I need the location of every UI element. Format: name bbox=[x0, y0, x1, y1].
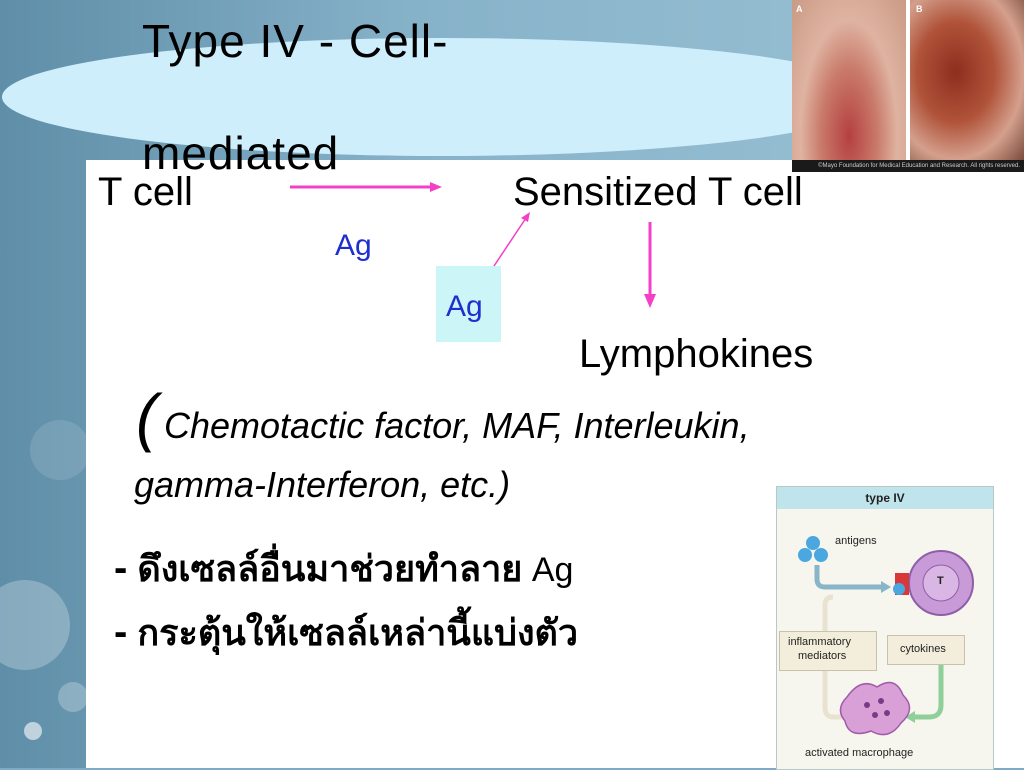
figure-cytokines-label: cytokines bbox=[900, 643, 946, 655]
inflammatory-box: inflammatory mediators bbox=[779, 631, 877, 671]
title-line-1: Type IV - Cell- bbox=[142, 15, 449, 67]
figure-diagram bbox=[798, 536, 974, 736]
ag-label-1: Ag bbox=[335, 229, 372, 262]
background-bokeh bbox=[58, 682, 88, 712]
bullet-2-text: กระตุ้นให้เซลล์เหล่านี้แบ่งตัว bbox=[137, 612, 579, 654]
cytokine-arrow-icon bbox=[913, 659, 944, 720]
macrophage-icon bbox=[839, 681, 911, 736]
ag-label-2: Ag bbox=[446, 290, 483, 323]
photo-panel-a bbox=[792, 0, 906, 160]
photo-panel-b bbox=[910, 0, 1024, 160]
bullet-2: - กระตุ้นให้เซลล์เหล่านี้แบ่งตัว bbox=[114, 604, 578, 661]
title-ellipse bbox=[2, 38, 882, 156]
ag-box bbox=[436, 266, 501, 342]
lymphokine-list-line-1: Chemotactic factor, MAF, Interleukin, bbox=[164, 405, 750, 446]
slide-title: Type IV - Cell- mediated bbox=[142, 14, 562, 179]
bullet-1-dash: - bbox=[114, 546, 128, 590]
antigen-dot-icon bbox=[798, 548, 812, 562]
type-iv-figure: type IV antigens T inflammatory mediator… bbox=[776, 486, 994, 770]
lymphokines-label: Lymphokines bbox=[579, 332, 814, 376]
photo-credit: ©Mayo Foundation for Medical Education a… bbox=[792, 160, 1024, 172]
bullet-1-text: ดึงเซลล์อื่นมาช่วยทำลาย bbox=[137, 548, 523, 590]
sensitized-t-cell-label: Sensitized T cell bbox=[513, 170, 803, 214]
cytokines-box: cytokines bbox=[887, 635, 965, 665]
clinical-photo: A B ©Mayo Foundation for Medical Educati… bbox=[792, 0, 1024, 172]
mediator-arrow-icon bbox=[822, 669, 849, 720]
paren-open: ( bbox=[136, 381, 158, 453]
background-bokeh bbox=[0, 580, 70, 670]
photo-label-b: B bbox=[916, 4, 923, 14]
lymphokine-list-line-2: gamma-Interferon, etc.) bbox=[134, 464, 511, 505]
arrow-right-icon bbox=[290, 182, 442, 192]
t-cell-label: T cell bbox=[98, 170, 193, 214]
figure-inflammatory-line-1: inflammatory bbox=[788, 636, 851, 648]
title-line-2: mediated bbox=[142, 127, 340, 179]
photo-divider bbox=[906, 0, 910, 172]
arrow-down-icon bbox=[644, 222, 656, 308]
bullet-1-ag: Ag bbox=[522, 551, 574, 589]
figure-antigens-label: antigens bbox=[835, 535, 877, 547]
bullet-1: - ดึงเซลล์อื่นมาช่วยทำลาย Ag bbox=[114, 540, 573, 597]
background-bokeh bbox=[24, 722, 42, 740]
figure-title: type IV bbox=[777, 487, 993, 509]
arrow-diagonal-icon bbox=[493, 212, 530, 267]
figure-inflammatory-line-2: mediators bbox=[798, 650, 847, 662]
antigen-dot-icon bbox=[806, 536, 820, 550]
background-bokeh bbox=[30, 420, 90, 480]
photo-label-a: A bbox=[796, 4, 803, 14]
figure-macrophage-label: activated macrophage bbox=[805, 747, 914, 759]
antigen-dot-icon bbox=[814, 548, 828, 562]
antigen-arrow-icon bbox=[814, 565, 881, 590]
figure-t-label: T bbox=[937, 575, 944, 587]
bullet-2-dash: - bbox=[114, 610, 128, 654]
